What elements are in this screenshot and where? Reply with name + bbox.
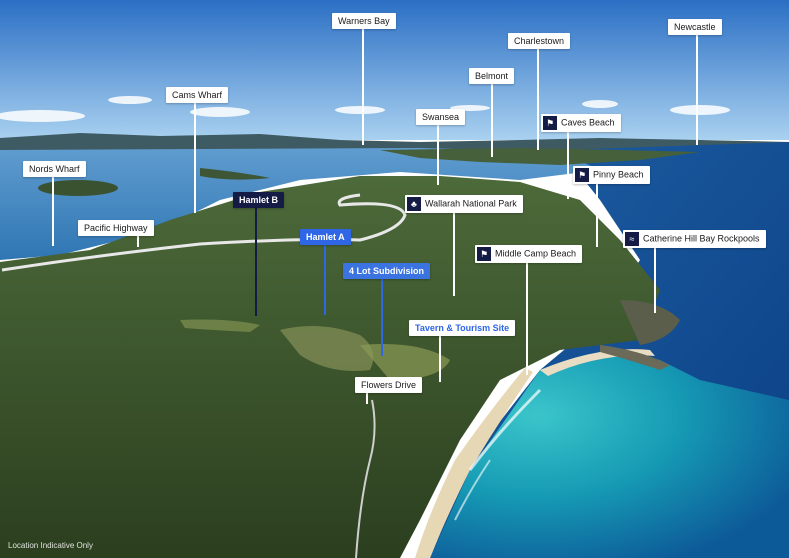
hamlet-a-label: Hamlet A [300,229,351,245]
pinny-beach-pin [596,181,598,247]
wallarah-np-text: Wallarah National Park [425,198,517,209]
rockpool-icon: ≈ [625,232,639,246]
charlestown-label: Charlestown [508,33,571,49]
swansea-label: Swansea [416,109,466,125]
hamlet-a-pin [324,244,326,315]
pinny-beach-label: ⚑ Pinny Beach [573,166,650,184]
hamlet-b-label: Hamlet B [233,192,285,208]
caves-beach-text: Caves Beach [561,117,615,128]
middle-camp-beach-pin [526,260,528,375]
newcastle-label: Newcastle [668,19,722,35]
cams-wharf-label: Cams Wharf [166,87,229,103]
charlestown-pin [537,47,539,150]
four-lot-label: 4 Lot Subdivision [343,263,431,279]
nords-wharf-pin [52,174,54,246]
newcastle-pin [696,33,698,145]
pacific-highway-label: Pacific Highway [78,220,154,236]
pinny-beach-text: Pinny Beach [593,169,644,180]
tree-icon: ♣ [407,197,421,211]
catherine-hill-bay-text: Catherine Hill Bay Rockpools [643,233,760,244]
tavern-pin [439,334,441,382]
warners-bay-pin [362,28,364,145]
nords-wharf-label: Nords Wharf [23,161,86,177]
hamlet-b-pin [255,206,257,316]
beach-icon: ⚑ [543,116,557,130]
catherine-hill-bay-label: ≈ Catherine Hill Bay Rockpools [623,230,766,248]
swansea-pin [437,123,439,185]
catherine-hill-bay-pin [654,245,656,313]
pacific-highway-pin [137,233,139,247]
caves-beach-label: ⚑ Caves Beach [541,114,621,132]
wallarah-np-pin [453,210,455,296]
footnote: Location Indicative Only [8,541,93,550]
tavern-label: Tavern & Tourism Site [409,320,516,336]
belmont-label: Belmont [469,68,515,84]
caves-beach-pin [567,129,569,199]
flowers-drive-label: Flowers Drive [355,377,423,393]
warners-bay-label: Warners Bay [332,13,396,29]
beach-icon: ⚑ [575,168,589,182]
flowers-drive-pin [366,390,368,404]
belmont-pin [491,82,493,157]
four-lot-pin [381,278,383,356]
middle-camp-beach-text: Middle Camp Beach [495,248,577,259]
beach-icon: ⚑ [477,247,491,261]
wallarah-np-label: ♣ Wallarah National Park [405,195,523,213]
cams-wharf-pin [194,100,196,213]
middle-camp-beach-label: ⚑ Middle Camp Beach [475,245,583,263]
